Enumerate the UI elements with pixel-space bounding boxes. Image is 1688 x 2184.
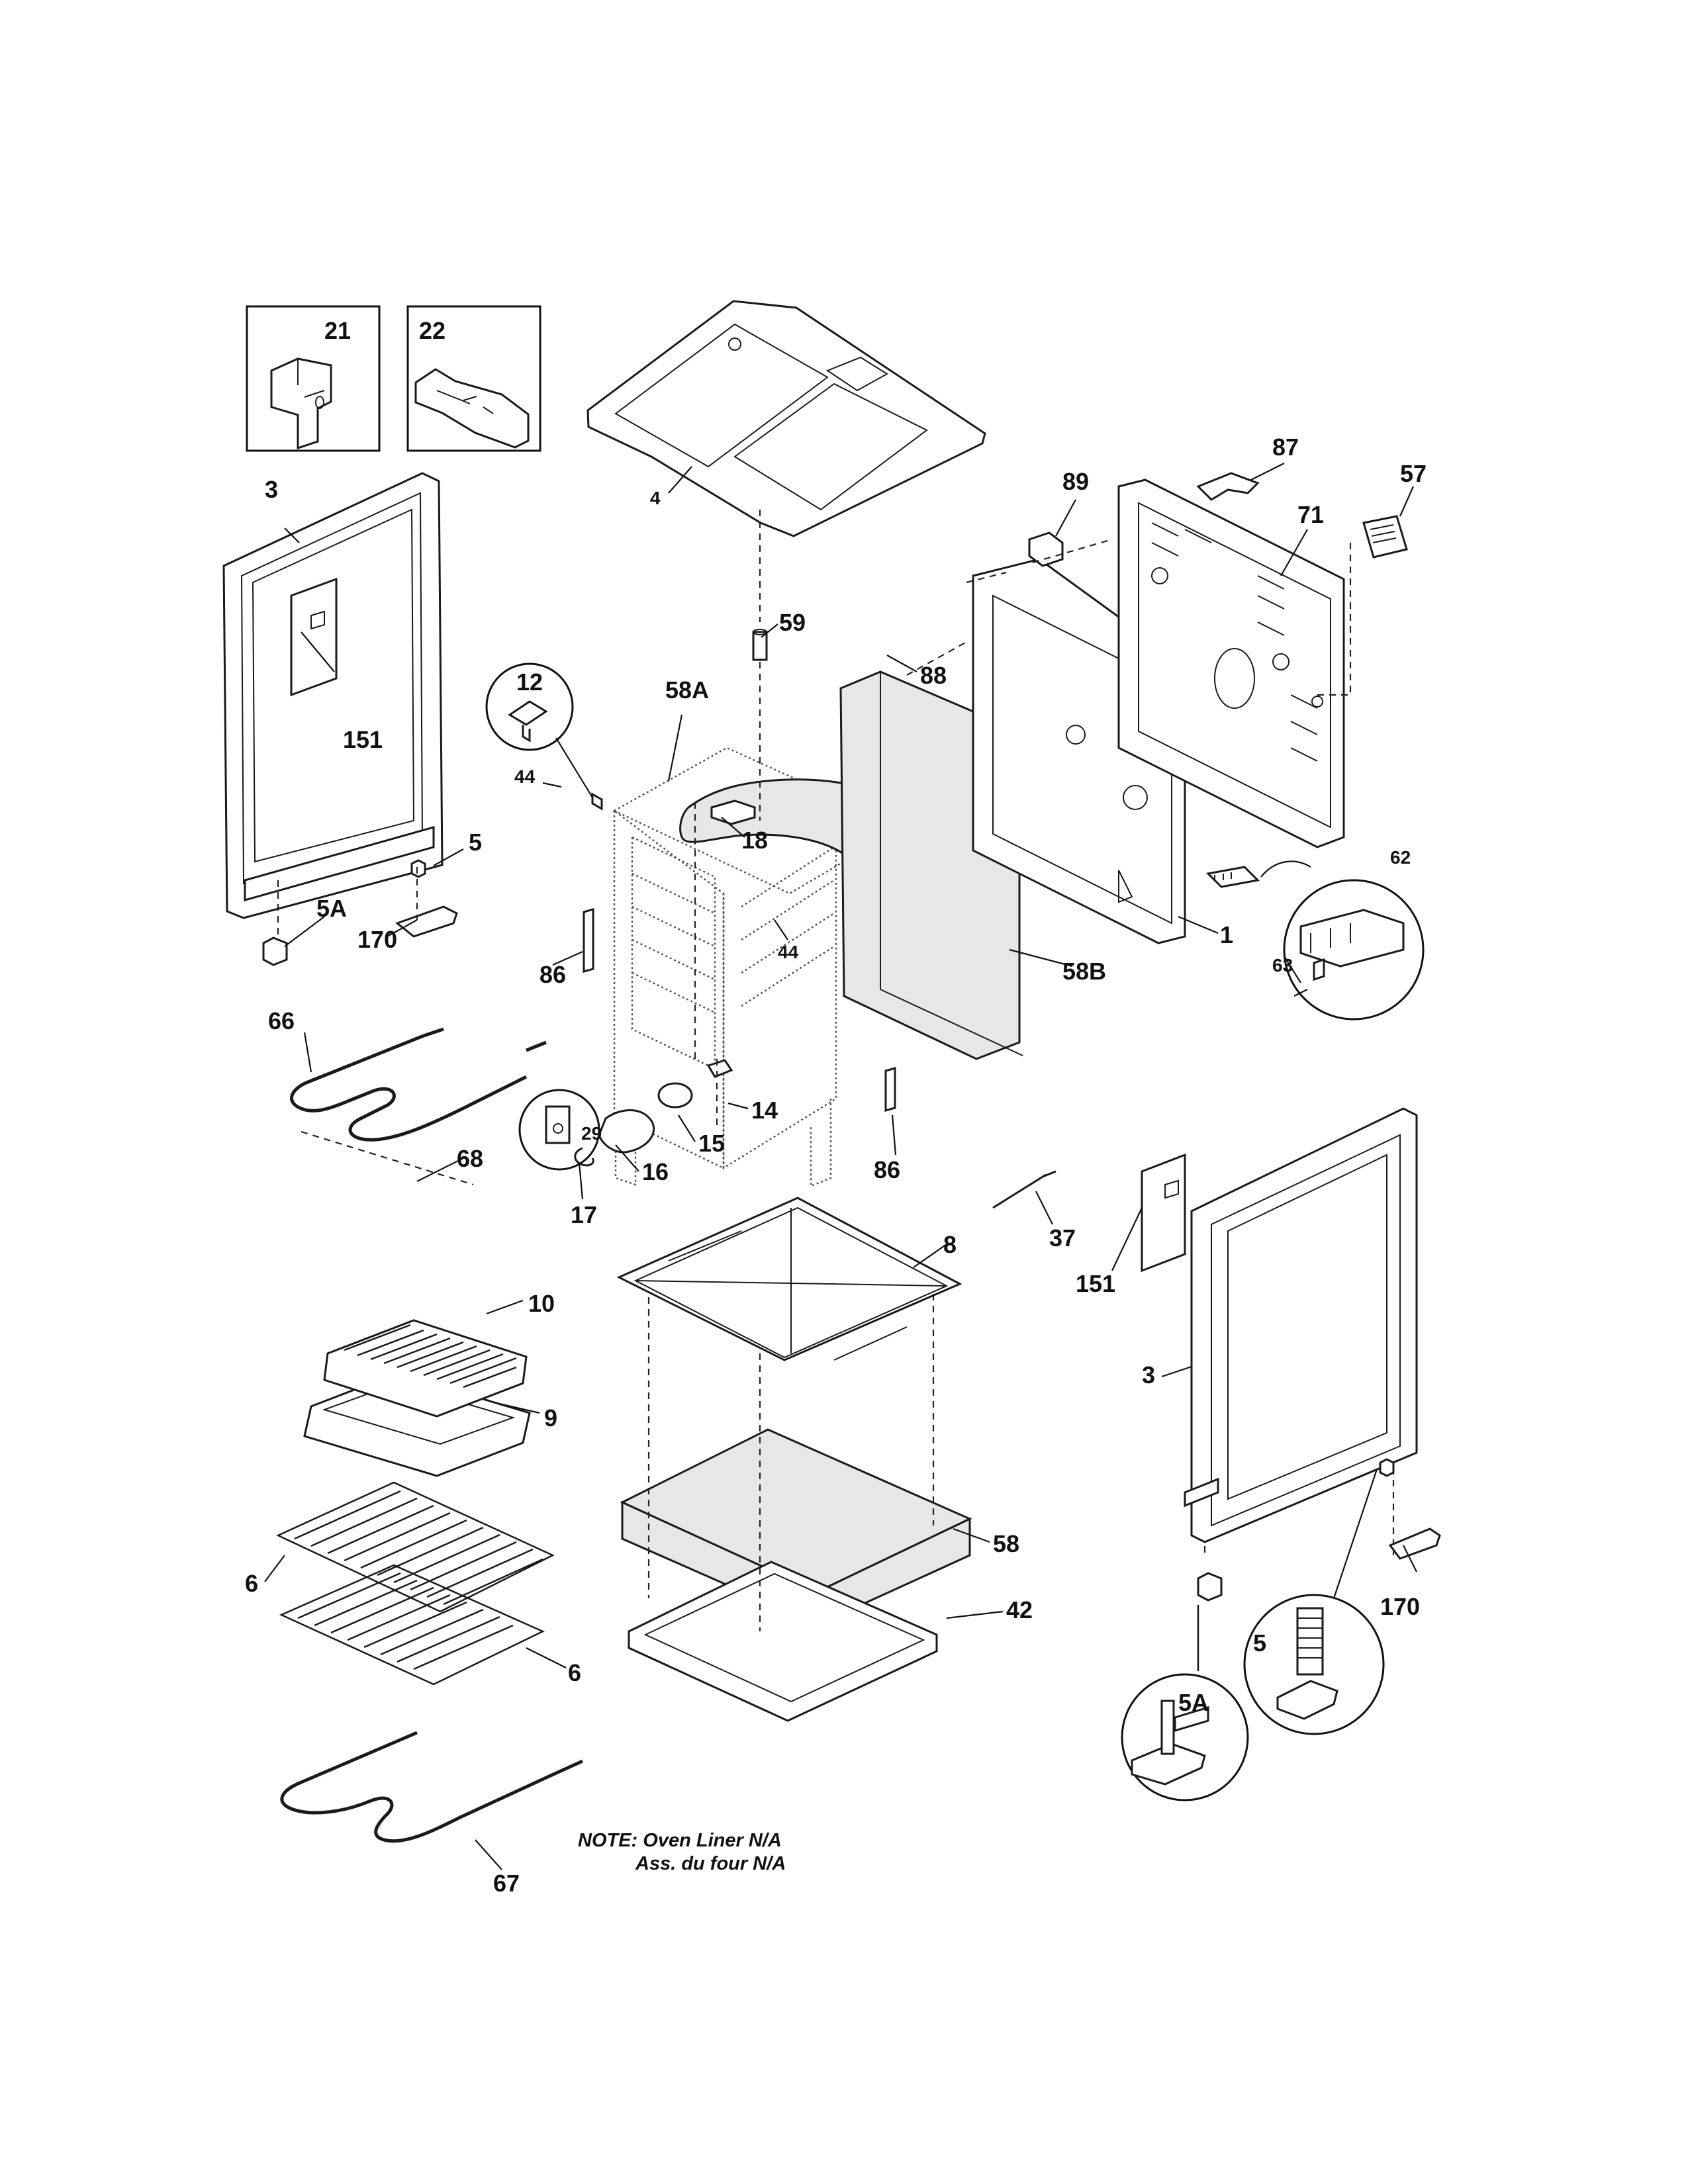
label-170-left: 170 [357,926,397,953]
oven-rack-upper [276,1481,555,1613]
label-151-left: 151 [343,726,383,753]
label-9: 9 [544,1404,557,1432]
label-58a: 58A [665,676,709,704]
hardware-right [1121,1458,1441,1801]
label-170-right: 170 [1380,1593,1420,1620]
note-line-2: Ass. du four N/A [635,1853,786,1874]
note-line-1: NOTE: Oven Liner N/A [578,1830,782,1851]
part-12-callout [485,662,603,811]
insulation-wrap [679,670,1023,1060]
hardware-left [262,859,896,1112]
label-5-left: 5 [469,829,482,856]
label-3-left: 3 [265,476,278,503]
label-42: 42 [1006,1596,1033,1623]
label-88: 88 [920,662,947,689]
label-15: 15 [698,1130,725,1157]
label-44-left: 44 [514,766,536,787]
label-6-lower: 6 [568,1659,581,1686]
label-66: 66 [268,1007,295,1034]
label-18: 18 [741,827,768,854]
label-1: 1 [1220,921,1233,948]
label-16: 16 [642,1158,669,1185]
label-5a-left: 5A [316,895,347,922]
inset-box-21 [246,305,381,452]
label-71: 71 [1297,501,1324,528]
label-17: 17 [571,1201,597,1228]
label-68: 68 [457,1145,483,1172]
label-62: 62 [1390,847,1411,868]
broil-element-66 [290,1027,547,1186]
label-58b: 58B [1062,958,1106,985]
label-4: 4 [650,488,661,508]
label-6-upper: 6 [245,1570,258,1597]
part-37 [992,1170,1056,1209]
rear-panel-71 [1117,478,1345,848]
bake-element-67 [280,1731,584,1843]
label-59: 59 [779,609,806,636]
part-57 [1362,515,1408,559]
label-86-right: 86 [874,1156,900,1183]
label-89: 89 [1062,468,1089,495]
label-5-right: 5 [1253,1629,1266,1657]
leader-lines [264,463,1417,1870]
part-labels: 21 22 3 4 151 12 44 58A 18 59 88 89 87 7… [245,317,1427,1897]
part-59 [752,629,768,661]
label-21: 21 [324,317,351,344]
label-29: 29 [581,1123,602,1144]
door-left [222,472,444,919]
light-parts [518,1059,733,1171]
bottom-panel-42 [628,1561,938,1722]
inset-box-22 [406,305,541,452]
label-37: 37 [1049,1224,1076,1251]
label-86-left: 86 [539,961,566,988]
label-3-right: 3 [1142,1361,1155,1388]
terminal-block-62 [1205,860,1425,1021]
label-63: 63 [1272,955,1293,976]
part-89 [1028,531,1064,567]
label-14: 14 [751,1097,778,1124]
label-5a-right: 5A [1178,1689,1209,1716]
label-151-right: 151 [1076,1270,1115,1297]
label-58: 58 [993,1530,1019,1557]
oven-rack-lower [279,1564,545,1686]
label-44-mid: 44 [778,942,799,962]
label-12: 12 [516,668,543,696]
broil-pan [303,1319,531,1477]
note-text: NOTE: Oven Liner N/A Ass. du four N/A [578,1830,786,1874]
label-57: 57 [1400,460,1427,487]
label-67: 67 [493,1870,520,1897]
part-87 [1196,472,1260,501]
door-right [1141,1107,1418,1543]
top-panel [586,300,986,537]
label-22: 22 [419,317,445,344]
label-8: 8 [943,1231,957,1258]
oven-bottom-8 [616,1197,962,1361]
label-10: 10 [528,1290,555,1317]
label-87: 87 [1272,433,1299,461]
